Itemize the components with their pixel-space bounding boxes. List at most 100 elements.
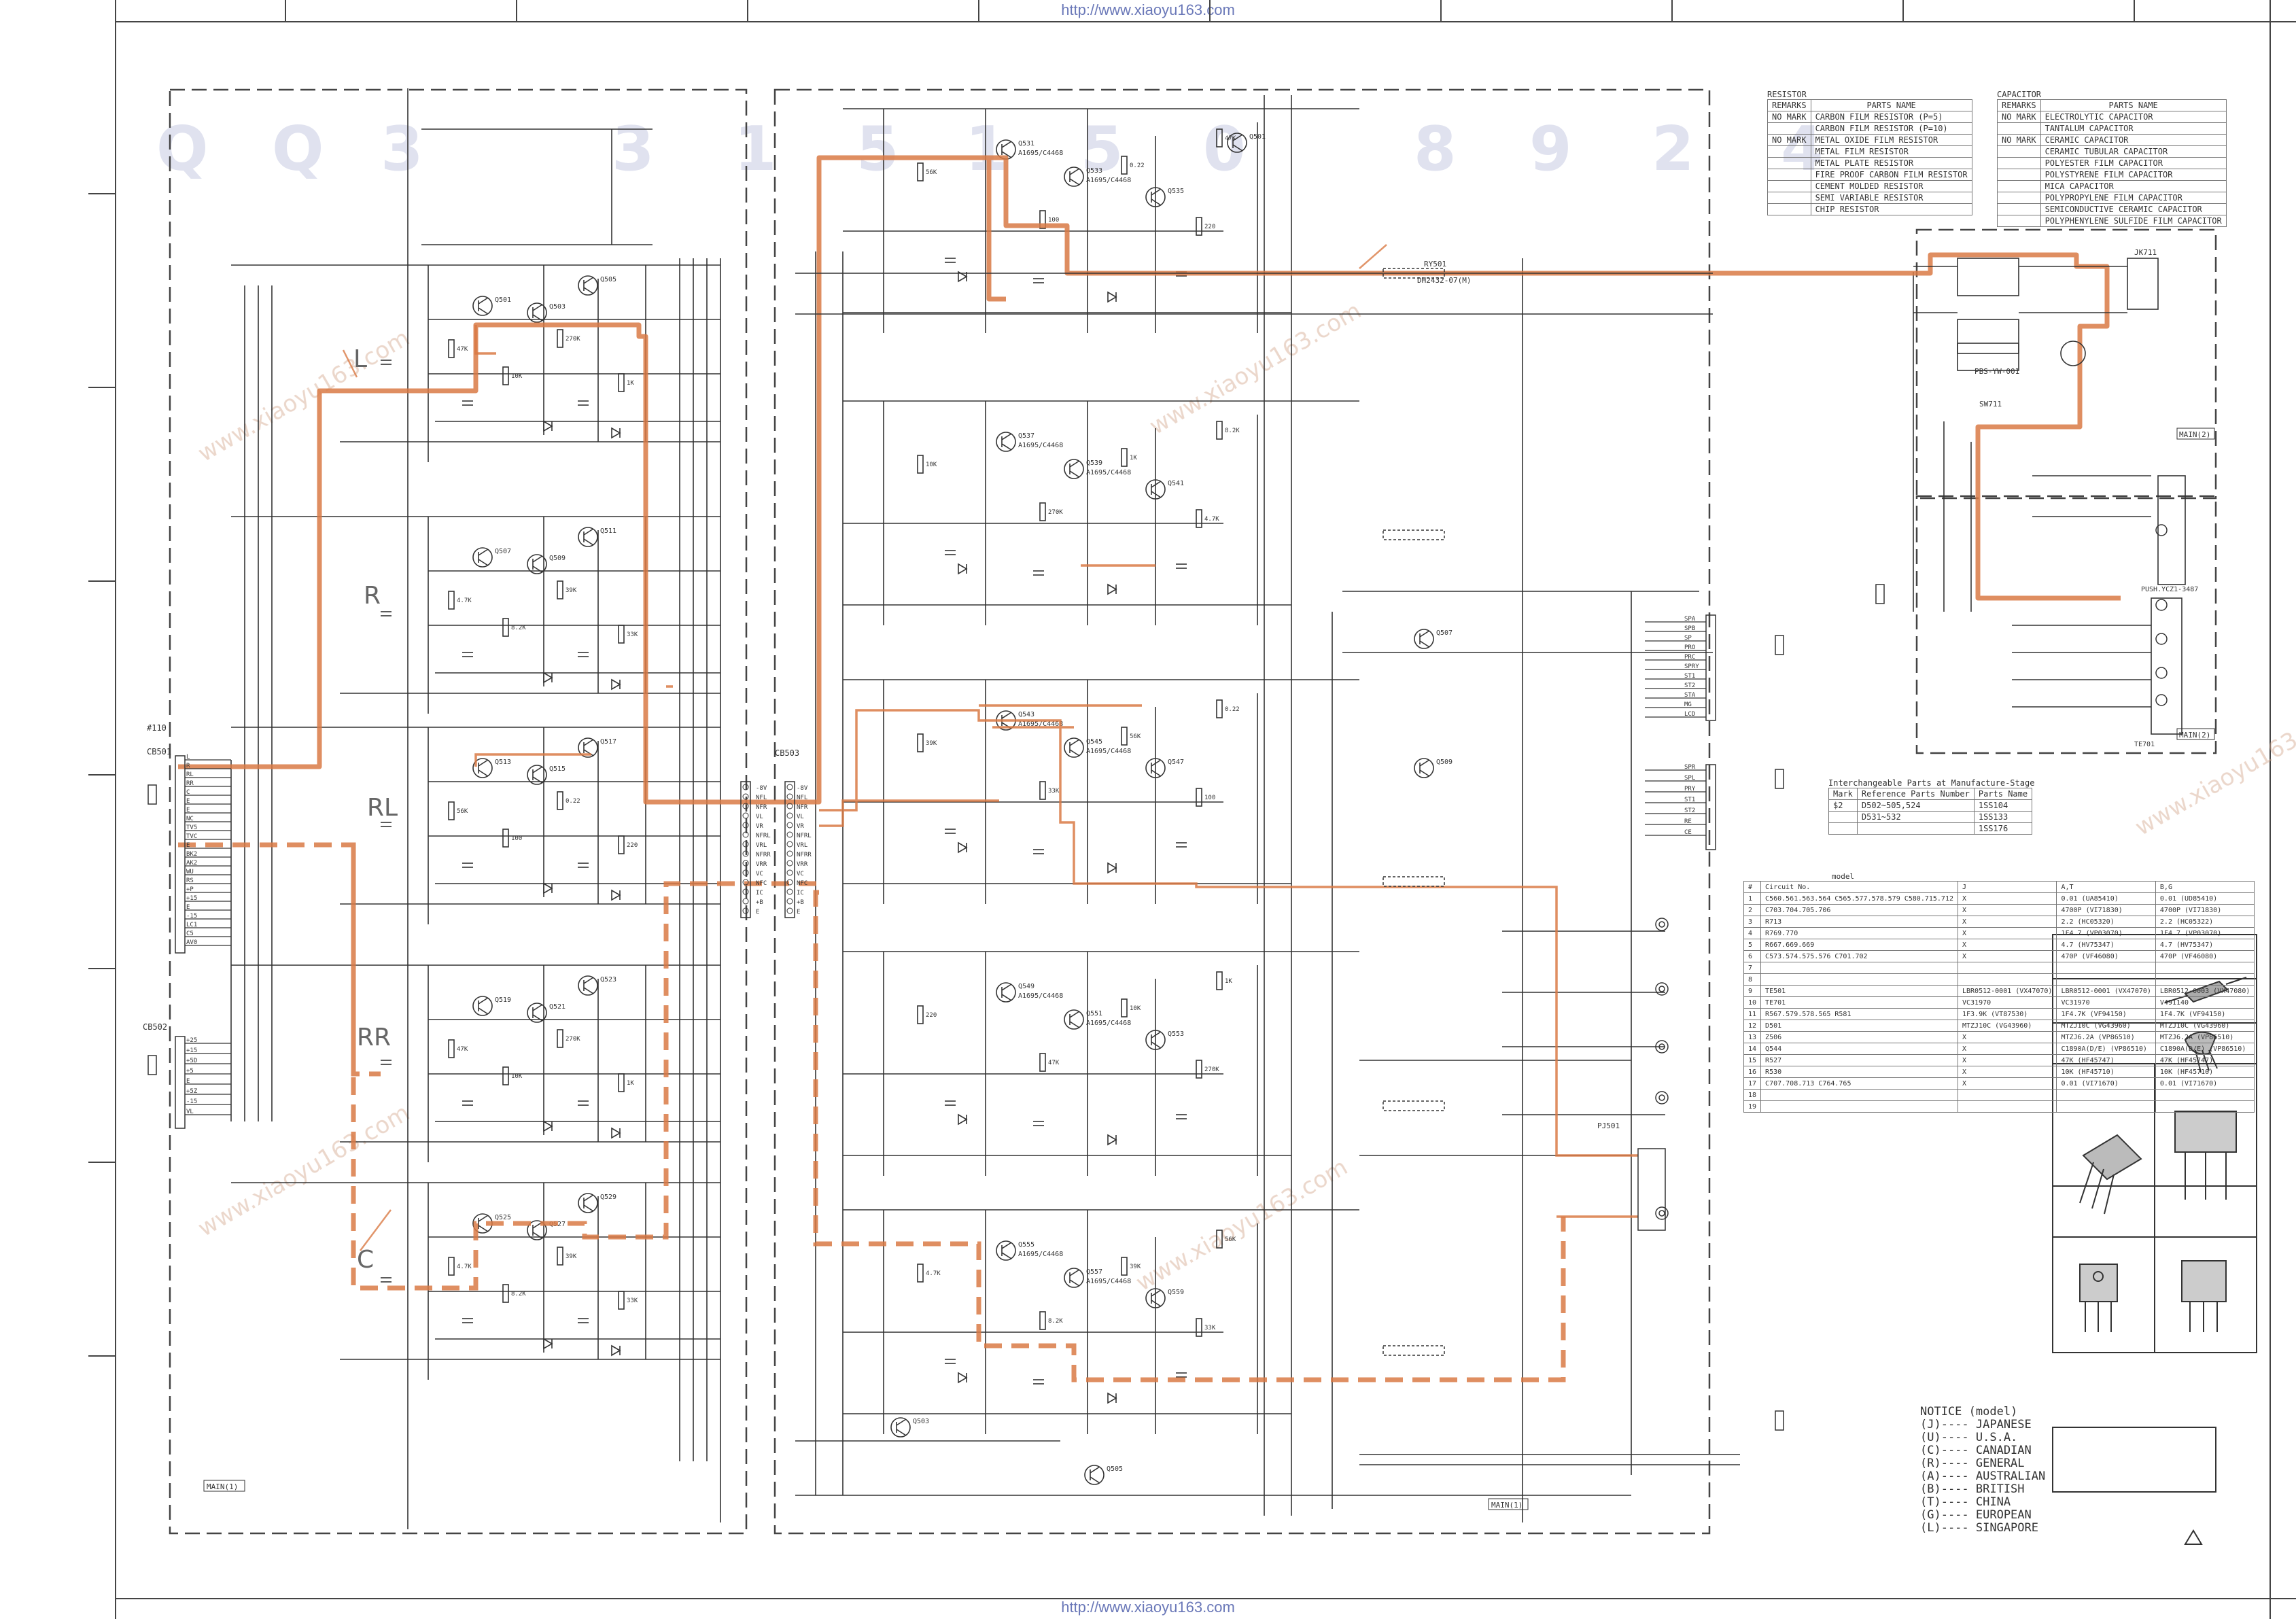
resistor-cell: CARBON FILM RESISTOR (P=10)	[1810, 122, 1972, 135]
resistor-cell: FIRE PROOF CARBON FILM RESISTOR	[1810, 169, 1972, 181]
capacitor-cell	[1997, 145, 2041, 158]
transistor	[578, 975, 598, 996]
connector-pin	[786, 850, 793, 857]
connector-pin-label: VL	[756, 814, 763, 820]
capacitor-row: CERAMIC TUBULAR CAPACITOR	[1997, 145, 2227, 158]
resistor	[618, 835, 625, 854]
resistor	[1216, 421, 1223, 440]
transistor	[527, 302, 547, 323]
connector-pin	[786, 812, 793, 819]
transistor	[1145, 1030, 1166, 1050]
resistor-value: 0.22	[1225, 706, 1240, 713]
interchangeable-row: 1SS176	[1828, 822, 2033, 835]
resistor-value: 1K	[627, 380, 634, 387]
model-cell	[2056, 1089, 2156, 1101]
frame-ticks	[88, 0, 2135, 1357]
capacitor-cell	[1997, 203, 2041, 215]
resistor-col-remarks: REMARKS	[1767, 99, 1811, 111]
main-connector: CB503	[740, 748, 799, 918]
wiring	[230, 88, 2151, 1529]
right-pin-label: SPRY	[1684, 663, 1699, 670]
connector-pin	[786, 831, 793, 838]
svg-text:www.xiaoyu163.com: www.xiaoyu163.com	[1132, 1153, 1353, 1297]
transistor	[1227, 133, 1247, 153]
transistor-part: A1695/C4468	[1018, 1251, 1063, 1258]
input-pins-a: LRRLRRCEENCTV5TVCEBK2AK2WURS+P+15E-15LC1…	[185, 754, 231, 946]
resistor	[917, 1264, 924, 1283]
resistor	[448, 591, 455, 610]
resistor	[917, 455, 924, 474]
resistor	[502, 1284, 509, 1303]
connector-pin	[742, 869, 749, 876]
svg-text:1: 1	[734, 114, 777, 185]
model-cell: R667.669.669	[1760, 939, 1958, 951]
transistor-part: A1695/C4468	[1018, 442, 1063, 449]
resistor-row: FIRE PROOF CARBON FILM RESISTOR	[1767, 169, 1972, 181]
speaker-terminal-jack-inner	[1658, 1210, 1665, 1217]
diode	[1107, 1392, 1117, 1404]
model-row: 7	[1743, 962, 2255, 974]
signal-path-solid-thin	[474, 325, 1638, 1218]
model-cell	[2155, 973, 2255, 986]
connector-pin	[742, 812, 749, 819]
connector-pin-label: NFRR	[756, 852, 771, 858]
resistor-row: METAL FILM RESISTOR	[1767, 145, 1972, 158]
model-cell: MTZJ10C (VG43960)	[1957, 1020, 2057, 1032]
model-cell: C573.574.575.576 C701.702	[1760, 950, 1958, 962]
jack-labels: JK711 PBS-YW-001 SW711 TE701 PUSH.YCZ1-3…	[1597, 248, 2198, 1130]
connector-pin-label: VRL	[797, 842, 807, 849]
right-pin-label: SPB	[1684, 625, 1695, 632]
resistor-value: 39K	[926, 740, 937, 747]
resistor-value: 100	[1048, 217, 1059, 224]
te701-label: TE701	[2134, 741, 2155, 748]
model-cell: 12	[1743, 1020, 1762, 1032]
footer-url[interactable]: http://www.xiaoyu163.com	[1061, 1599, 1235, 1616]
model-cell: LBR0512-0001 (VX47070)	[2056, 985, 2156, 997]
resistor-value: 270K	[566, 336, 580, 343]
input-pin-label: AV0	[186, 939, 197, 946]
model-cell: 1F4.7 (VP03070)	[2056, 927, 2156, 939]
transistor-label: Q555	[1018, 1241, 1034, 1249]
capacitor	[381, 822, 392, 827]
resistor-row: CARBON FILM RESISTOR (P=10)	[1767, 122, 1972, 135]
transistor-label: Q507	[1436, 629, 1453, 637]
headphone-terminal	[2155, 633, 2168, 645]
capacitor-col-remarks: REMARKS	[1997, 99, 2041, 111]
input-pin-label: NC	[186, 816, 194, 822]
model-cell: 7	[1743, 962, 1762, 974]
model-cell	[2056, 973, 2156, 986]
model-cell: C1890A(D/E) (VP86510)	[2056, 1043, 2156, 1055]
input-pin-label: TV5	[186, 824, 197, 831]
transistor-label: Q539	[1086, 459, 1102, 467]
transistor-label: Q509	[549, 555, 566, 562]
resistor	[502, 618, 509, 637]
relay-rows	[795, 268, 1713, 1356]
headphone-terminal	[2155, 524, 2168, 536]
connector-pin	[786, 907, 793, 914]
connector-pin	[742, 822, 749, 829]
capacitor-legend-title: CAPACITOR	[1997, 90, 2042, 99]
resistor-value: 33K	[627, 631, 638, 638]
resistor-cell: METAL FILM RESISTOR	[1810, 145, 1972, 158]
transistor	[1084, 1465, 1104, 1485]
main-board-left: MAIN(1)	[207, 1482, 238, 1491]
resistor-col-parts: PARTS NAME	[1810, 99, 1972, 111]
capacitor	[381, 1277, 392, 1283]
header-url[interactable]: http://www.xiaoyu163.com	[1061, 1, 1235, 18]
connector-pin-label: +B	[797, 899, 804, 906]
resistor-cell: METAL PLATE RESISTOR	[1810, 157, 1972, 169]
resistor-value: 56K	[926, 169, 937, 176]
transistor-label: Q521	[549, 1003, 566, 1011]
connector-pin	[742, 784, 749, 790]
capacitor	[945, 829, 956, 834]
frame	[115, 0, 2296, 1619]
resistor-cell: CEMENT MOLDED RESISTOR	[1810, 180, 1972, 192]
